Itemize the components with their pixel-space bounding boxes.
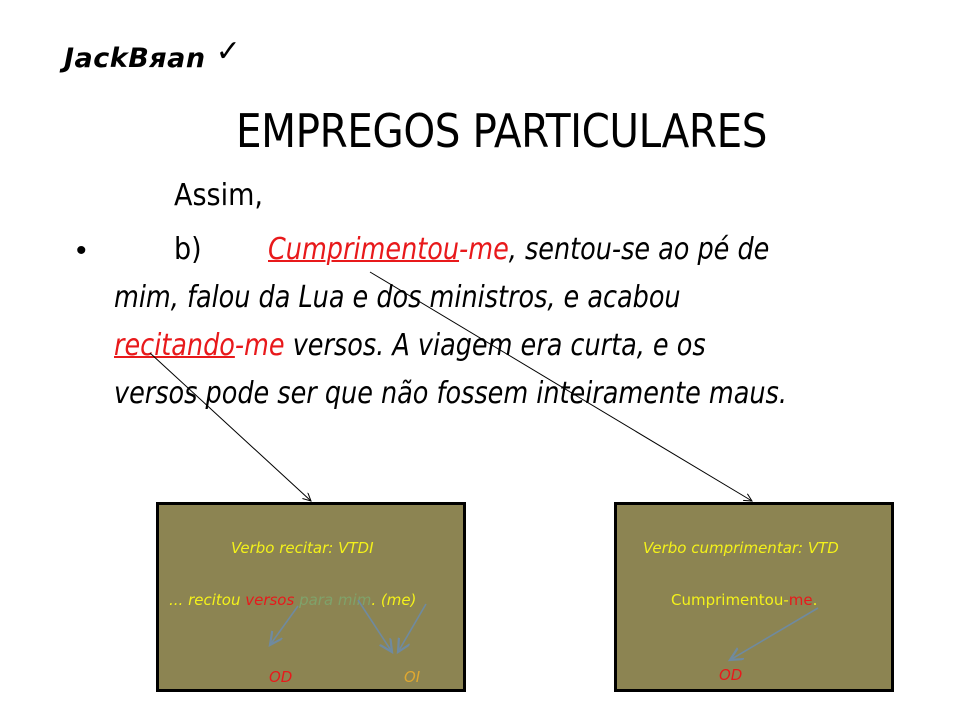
quote-text: , sentou-se ao pé de	[508, 232, 770, 267]
quote-line-3: recitando-me versos. A viagem era curta,…	[114, 328, 706, 363]
example-oi: para mim	[299, 591, 372, 609]
quote-line-2: mim, falou da Lua e dos ministros, e aca…	[114, 280, 681, 315]
quote-text: versos. A viagem era curta, e os	[284, 328, 706, 363]
example-suffix: .	[812, 591, 818, 609]
highlight-pronoun-me: -me	[234, 328, 285, 363]
quote-text: versos pode ser que não fossem inteirame…	[114, 376, 787, 411]
example-suffix: . (me)	[371, 591, 417, 609]
bullet-icon: •	[76, 234, 87, 267]
box-example: ... recitou versos para mim. (me)	[169, 591, 416, 609]
intro-text: Assim,	[174, 178, 264, 213]
box-heading: Verbo cumprimentar: VTD	[643, 539, 839, 557]
logo-text: JасkВяаn	[64, 43, 206, 74]
analysis-box-cumprimentar: Verbo cumprimentar: VTD Cumprimentou-me.…	[614, 502, 894, 692]
slide-title: EMPREGOS PARTICULARES	[236, 104, 767, 158]
label-od: OD	[269, 668, 293, 686]
quote-line-4: versos pode ser que não fossem inteirame…	[114, 376, 787, 411]
example-od: versos	[245, 591, 295, 609]
item-label: b)	[174, 232, 202, 267]
quote-text: mim, falou da Lua e dos ministros, e aca…	[114, 280, 681, 315]
highlight-verb-cumprimentou: Cumprimentou	[268, 232, 460, 267]
quote-line-1: Cumprimentou-me, sentou-se ao pé de	[268, 232, 769, 267]
highlight-pronoun-me: -me	[459, 232, 509, 267]
example-verb: Cumprimentou-	[671, 591, 789, 609]
label-od: OD	[719, 666, 743, 684]
label-oi: OI	[404, 668, 421, 686]
example-prefix: ... recitou	[169, 591, 246, 609]
author-logo: JасkВяаn ✓	[64, 34, 241, 75]
box-example: Cumprimentou-me.	[671, 591, 817, 609]
analysis-box-recitar: Verbo recitar: VTDI ... recitou versos p…	[156, 502, 466, 692]
example-od: me	[788, 591, 813, 609]
highlight-verb-recitando: recitando	[114, 328, 235, 363]
checkmark-icon: ✓	[215, 34, 242, 69]
box-heading: Verbo recitar: VTDI	[231, 539, 374, 557]
